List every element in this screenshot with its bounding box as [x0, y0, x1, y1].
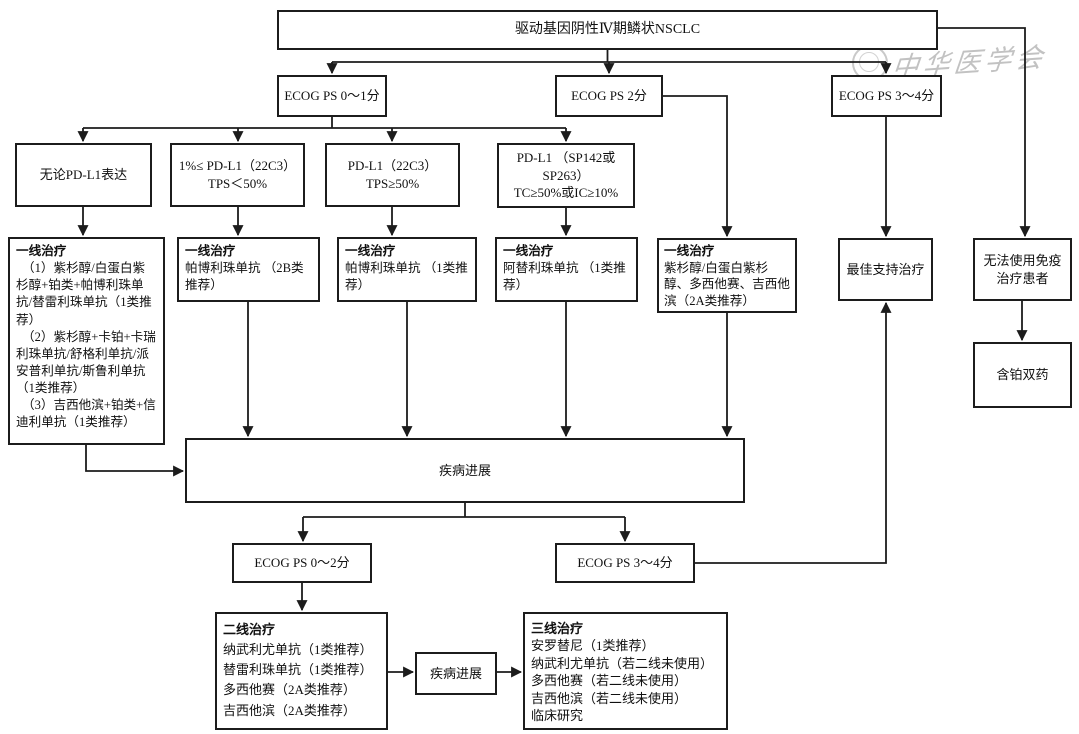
node-immunotherapy-ineligible: 无法使用免疫 治疗患者 — [973, 238, 1072, 301]
node-line: 阿替利珠单抗 （1类推荐） — [503, 261, 626, 292]
node-first-line-atezolizumab: 一线治疗 阿替利珠单抗 （1类推荐） — [495, 237, 638, 302]
node-line: TC≥50%或IC≥10% — [513, 185, 619, 201]
node-pdl1-sp142-sp263: PD-L1 （SP142或 SP263） TC≥50%或IC≥10% — [497, 143, 635, 208]
node-title: 一线治疗 — [664, 244, 715, 258]
node-line: 疾病进展 — [438, 462, 491, 478]
node-line: 多西他赛（2A类推荐） — [223, 682, 356, 698]
node-ecog-ps-3-4: ECOG PS 3～4分 — [831, 75, 942, 117]
node-line: 无法使用免疫 — [983, 252, 1062, 268]
node-title: 三线治疗 — [531, 621, 584, 636]
node-line: ECOG PS 0～1分 — [284, 88, 380, 104]
node-title: 一线治疗 — [185, 244, 236, 258]
node-line: 纳武利尤单抗（1类推荐） — [223, 642, 373, 658]
connectors — [77, 27, 1031, 678]
node-third-line-treatment: 三线治疗 安罗替尼（1类推荐） 纳武利尤单抗（若二线未使用） 多西他赛（若二线未… — [523, 612, 728, 730]
node-line: TPS≥50% — [365, 176, 420, 191]
node-first-line-pembrolizumab-2b: 一线治疗 帕博利珠单抗 （2B类推荐） — [177, 237, 320, 302]
node-pdl1-22c3-tps-lt-50: 1%≤ PD-L1（22C3） TPS＜50% — [170, 143, 305, 207]
node-line: ECOG PS 2分 — [571, 88, 647, 104]
node-first-line-mono-chemo: 一线治疗 紫杉醇/白蛋白紫杉醇、多西他赛、吉西他滨（2A类推荐） — [657, 238, 797, 313]
node-line: 安罗替尼（1类推荐） — [531, 638, 655, 654]
node-pdl1-22c3-tps-ge-50: PD-L1（22C3） TPS≥50% — [325, 143, 460, 207]
node-disease-progression: 疾病进展 — [185, 438, 745, 503]
node-line: 帕博利珠单抗 （2B类推荐） — [185, 261, 304, 292]
node-disease-progression-2: 疾病进展 — [415, 652, 497, 695]
node-line: 无论PD-L1表达 — [39, 167, 128, 183]
node-line: （1）紫杉醇/白蛋白紫杉醇+铂类+帕博利珠单抗/替雷利珠单抗（1类推荐） — [16, 261, 152, 327]
node-platinum-doublet: 含铂双药 — [973, 342, 1072, 408]
node-line: 紫杉醇/白蛋白紫杉醇、多西他赛、吉西他滨（2A类推荐） — [664, 260, 790, 309]
node-line: 疾病进展 — [429, 665, 482, 681]
node-ecog-ps-2: ECOG PS 2分 — [555, 75, 663, 117]
node-ecog-ps-0-2: ECOG PS 0～2分 — [232, 543, 372, 583]
node-line: ECOG PS 3～4分 — [577, 555, 673, 571]
node-line: ECOG PS 3～4分 — [838, 88, 935, 104]
node-line: 纳武利尤单抗（若二线未使用） — [531, 655, 714, 671]
node-pdl1-any-expression: 无论PD-L1表达 — [15, 143, 152, 207]
node-title: 一线治疗 — [345, 244, 396, 258]
node-line: 吉西他滨（2A类推荐） — [223, 702, 356, 718]
node-line: 替雷利珠单抗（1类推荐） — [223, 662, 373, 678]
node-line: PD-L1（22C3） — [347, 158, 438, 174]
node-line: TPS＜50% — [207, 176, 268, 191]
node-line: 帕博利珠单抗 （1类推荐） — [345, 261, 468, 292]
node-title: 一线治疗 — [16, 244, 67, 258]
node-line: 吉西他滨（若二线未使用） — [531, 690, 688, 706]
node-ecog-ps-0-1: ECOG PS 0～1分 — [277, 75, 387, 117]
node-line: ECOG PS 0～2分 — [254, 555, 350, 571]
node-best-supportive-care: 最佳支持治疗 — [838, 238, 933, 301]
node-driver-gene-negative-nsclc: 驱动基因阴性Ⅳ期鳞状NSCLC — [277, 10, 938, 50]
node-title: 一线治疗 — [503, 244, 554, 258]
node-line: 临床研究 — [531, 708, 584, 724]
node-first-line-chemo-immuno: 一线治疗 （1）紫杉醇/白蛋白紫杉醇+铂类+帕博利珠单抗/替雷利珠单抗（1类推荐… — [8, 237, 165, 445]
node-line: 驱动基因阴性Ⅳ期鳞状NSCLC — [514, 21, 701, 37]
node-line: 治疗患者 — [996, 270, 1049, 286]
node-line: （3）吉西他滨+铂类+信迪利单抗（1类推荐） — [16, 398, 156, 430]
node-ecog-ps-3-4-lower: ECOG PS 3～4分 — [555, 543, 695, 583]
node-title: 二线治疗 — [223, 622, 276, 637]
node-first-line-pembrolizumab-1: 一线治疗 帕博利珠单抗 （1类推荐） — [337, 237, 477, 302]
node-line: PD-L1 （SP142或 — [516, 150, 616, 166]
node-line: 1%≤ PD-L1（22C3） — [178, 158, 297, 174]
node-second-line-treatment: 二线治疗 纳武利尤单抗（1类推荐） 替雷利珠单抗（1类推荐） 多西他赛（2A类推… — [215, 612, 388, 730]
node-line: 最佳支持治疗 — [846, 261, 925, 277]
node-line: 多西他赛（若二线未使用） — [531, 673, 688, 689]
node-line: （2）紫杉醇+卡铂+卡瑞利珠单抗/舒格利单抗/派安普利单抗/斯鲁利单抗（1类推荐… — [16, 329, 156, 395]
node-line: 含铂双药 — [996, 367, 1049, 383]
node-line: SP263） — [542, 167, 590, 183]
